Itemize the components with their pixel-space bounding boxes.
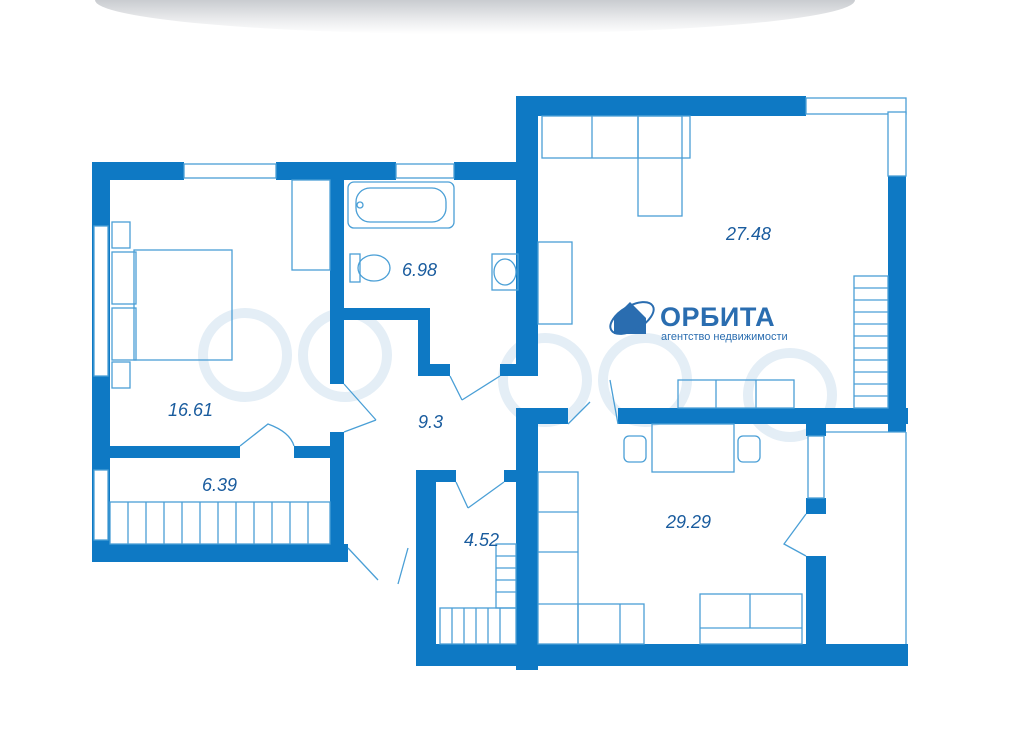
wall — [92, 162, 184, 180]
door — [347, 547, 409, 585]
room-labels: 16.61 6.98 27.48 9.3 6.39 4.52 29.29 — [168, 224, 771, 550]
wall — [618, 408, 908, 424]
staircase — [853, 275, 889, 409]
storage-stairs — [439, 543, 517, 645]
window — [183, 163, 277, 179]
sink — [491, 253, 519, 291]
nightstand — [111, 361, 131, 389]
toilet — [349, 253, 391, 283]
furniture — [109, 115, 889, 645]
brand-tagline: агентство недвижимости — [661, 331, 788, 343]
door — [239, 423, 295, 447]
room-area-hallway: 9.3 — [418, 412, 443, 432]
dining-table — [623, 423, 761, 473]
wall — [418, 308, 430, 374]
house-orbit-icon — [609, 301, 655, 335]
door — [343, 383, 377, 433]
window — [887, 111, 907, 177]
wall — [888, 176, 906, 412]
window — [395, 163, 455, 179]
tv-unit — [677, 379, 795, 409]
corner-sofa — [541, 115, 691, 217]
kitchen-counter — [537, 471, 645, 645]
door — [449, 375, 501, 401]
doors — [239, 375, 807, 585]
wall — [806, 498, 826, 514]
bathtub — [347, 181, 455, 229]
wall — [454, 162, 534, 180]
wall — [92, 544, 348, 562]
wall — [418, 364, 450, 376]
room-area-bathroom: 6.98 — [402, 260, 437, 280]
armchair — [537, 241, 573, 325]
wall — [504, 470, 528, 482]
door — [783, 513, 807, 557]
room-area-living-room: 27.48 — [725, 224, 771, 244]
bed — [111, 249, 233, 361]
brand-name: ОРБИТА — [660, 302, 775, 332]
wall — [330, 432, 344, 562]
room-area-balcony: 6.39 — [202, 475, 237, 495]
wall — [516, 96, 806, 116]
wall — [516, 96, 538, 376]
kitchen-sofa — [699, 593, 803, 645]
window — [805, 97, 907, 115]
door — [455, 481, 505, 509]
wall — [806, 556, 826, 656]
room-area-bedroom: 16.61 — [168, 400, 213, 420]
nightstand — [111, 221, 131, 249]
windows — [93, 97, 907, 644]
room-area-storage: 4.52 — [464, 530, 499, 550]
wall — [516, 408, 538, 670]
wall — [416, 644, 908, 666]
wardrobe — [291, 179, 331, 271]
window — [93, 225, 109, 377]
brand-logo: ОРБИТА агентство недвижимости — [609, 301, 788, 343]
wall — [888, 424, 906, 432]
window — [93, 469, 109, 541]
wall — [538, 408, 568, 424]
wall — [294, 446, 344, 458]
window — [807, 435, 825, 499]
balcony-rail — [109, 501, 331, 545]
wall — [344, 308, 430, 320]
wall — [806, 424, 826, 436]
wall — [330, 162, 344, 384]
door — [567, 379, 619, 425]
room-area-kitchen: 29.29 — [665, 512, 711, 532]
wall — [416, 470, 436, 666]
wall — [92, 446, 240, 458]
